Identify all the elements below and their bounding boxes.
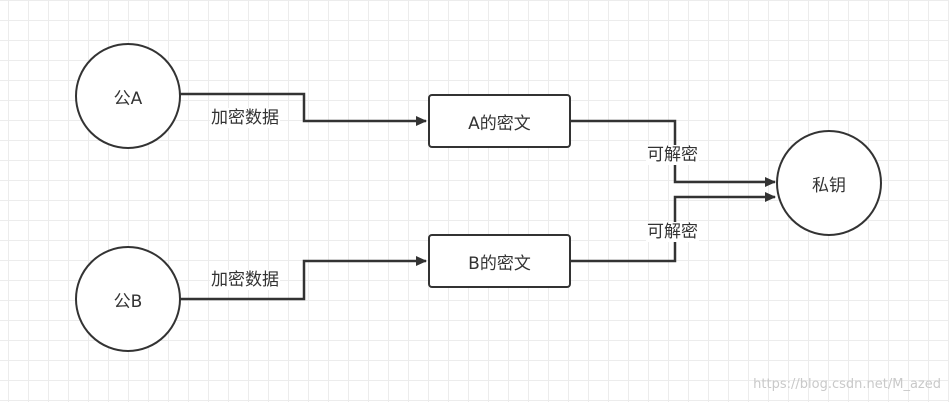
node-ciphertext-b-label: B的密文 (468, 253, 531, 274)
edge-label-encrypt-a: 加密数据 (210, 108, 280, 128)
edge-label-decrypt-a: 可解密 (646, 145, 699, 165)
edge-label-decrypt-b: 可解密 (646, 222, 699, 242)
edge-label-encrypt-b: 加密数据 (210, 270, 280, 290)
node-private-key-label: 私钥 (812, 175, 846, 196)
watermark-text: https://blog.csdn.net/M_azed (753, 377, 941, 392)
edge-encrypt-b (180, 256, 427, 301)
node-ciphertext-a-label: A的密文 (468, 113, 531, 134)
edge-encrypt-a (180, 92, 427, 126)
node-public-key-a: 公A (75, 43, 181, 149)
node-private-key: 私钥 (776, 130, 882, 236)
node-public-key-a-label: 公A (113, 88, 143, 109)
node-public-key-b: 公B (75, 246, 181, 352)
node-ciphertext-a: A的密文 (428, 94, 571, 148)
node-ciphertext-b: B的密文 (428, 234, 571, 288)
node-public-key-b-label: 公B (113, 291, 143, 312)
